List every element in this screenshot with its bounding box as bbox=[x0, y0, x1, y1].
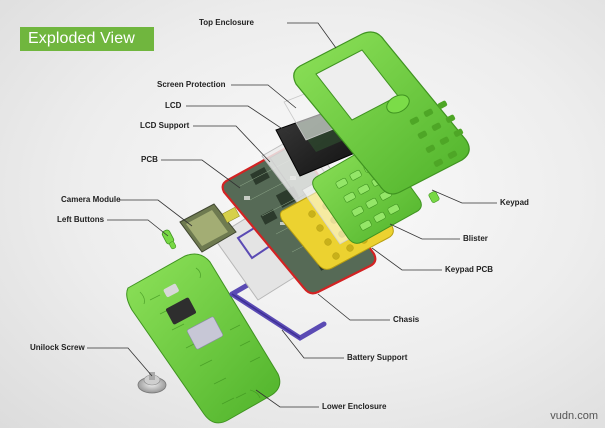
leader-lower-enclosure bbox=[255, 389, 319, 408]
camera-module-part bbox=[179, 203, 240, 253]
unlock-screw-part bbox=[137, 372, 167, 394]
label-battery-support: Battery Support bbox=[347, 353, 408, 362]
leader-top-enclosure bbox=[287, 22, 337, 49]
label-blister: Blister bbox=[463, 234, 488, 243]
label-lcd: LCD bbox=[165, 101, 182, 110]
leader-lcd bbox=[186, 105, 291, 135]
label-unlock-screw: Unilock Screw bbox=[30, 343, 85, 352]
label-pcb: PCB bbox=[141, 155, 158, 164]
leader-lcd-support bbox=[193, 125, 271, 163]
leader-keypad bbox=[431, 189, 497, 204]
label-lcd-support: LCD Support bbox=[140, 121, 190, 130]
leader-battery-support bbox=[281, 329, 344, 359]
leader-pcb bbox=[161, 159, 241, 189]
label-screen-protection: Screen Protection bbox=[157, 80, 226, 89]
label-camera-module: Camera Module bbox=[61, 195, 121, 204]
leader-chasis bbox=[317, 293, 390, 321]
watermark: vudn.com bbox=[550, 410, 598, 422]
label-chasis: Chasis bbox=[393, 315, 420, 324]
top-enclosure-part bbox=[293, 31, 470, 195]
label-keypad: Keypad bbox=[500, 198, 529, 207]
leader-unlock-screw bbox=[87, 347, 153, 377]
leader-lines bbox=[87, 22, 497, 408]
leader-left-buttons bbox=[107, 219, 169, 237]
label-keypad-pcb: Keypad PCB bbox=[445, 265, 494, 274]
label-left-buttons: Left Buttons bbox=[57, 215, 105, 224]
leader-screen-protection bbox=[231, 84, 297, 109]
leader-camera-module bbox=[119, 199, 193, 227]
leader-keypad-pcb bbox=[371, 247, 442, 271]
label-lower-enclosure: Lower Enclosure bbox=[322, 402, 387, 411]
label-top-enclosure: Top Enclosure bbox=[199, 18, 254, 27]
exploded-view-badge: Exploded View bbox=[20, 27, 154, 51]
lower-enclosure-part bbox=[126, 253, 281, 424]
leader-blister bbox=[389, 223, 460, 240]
